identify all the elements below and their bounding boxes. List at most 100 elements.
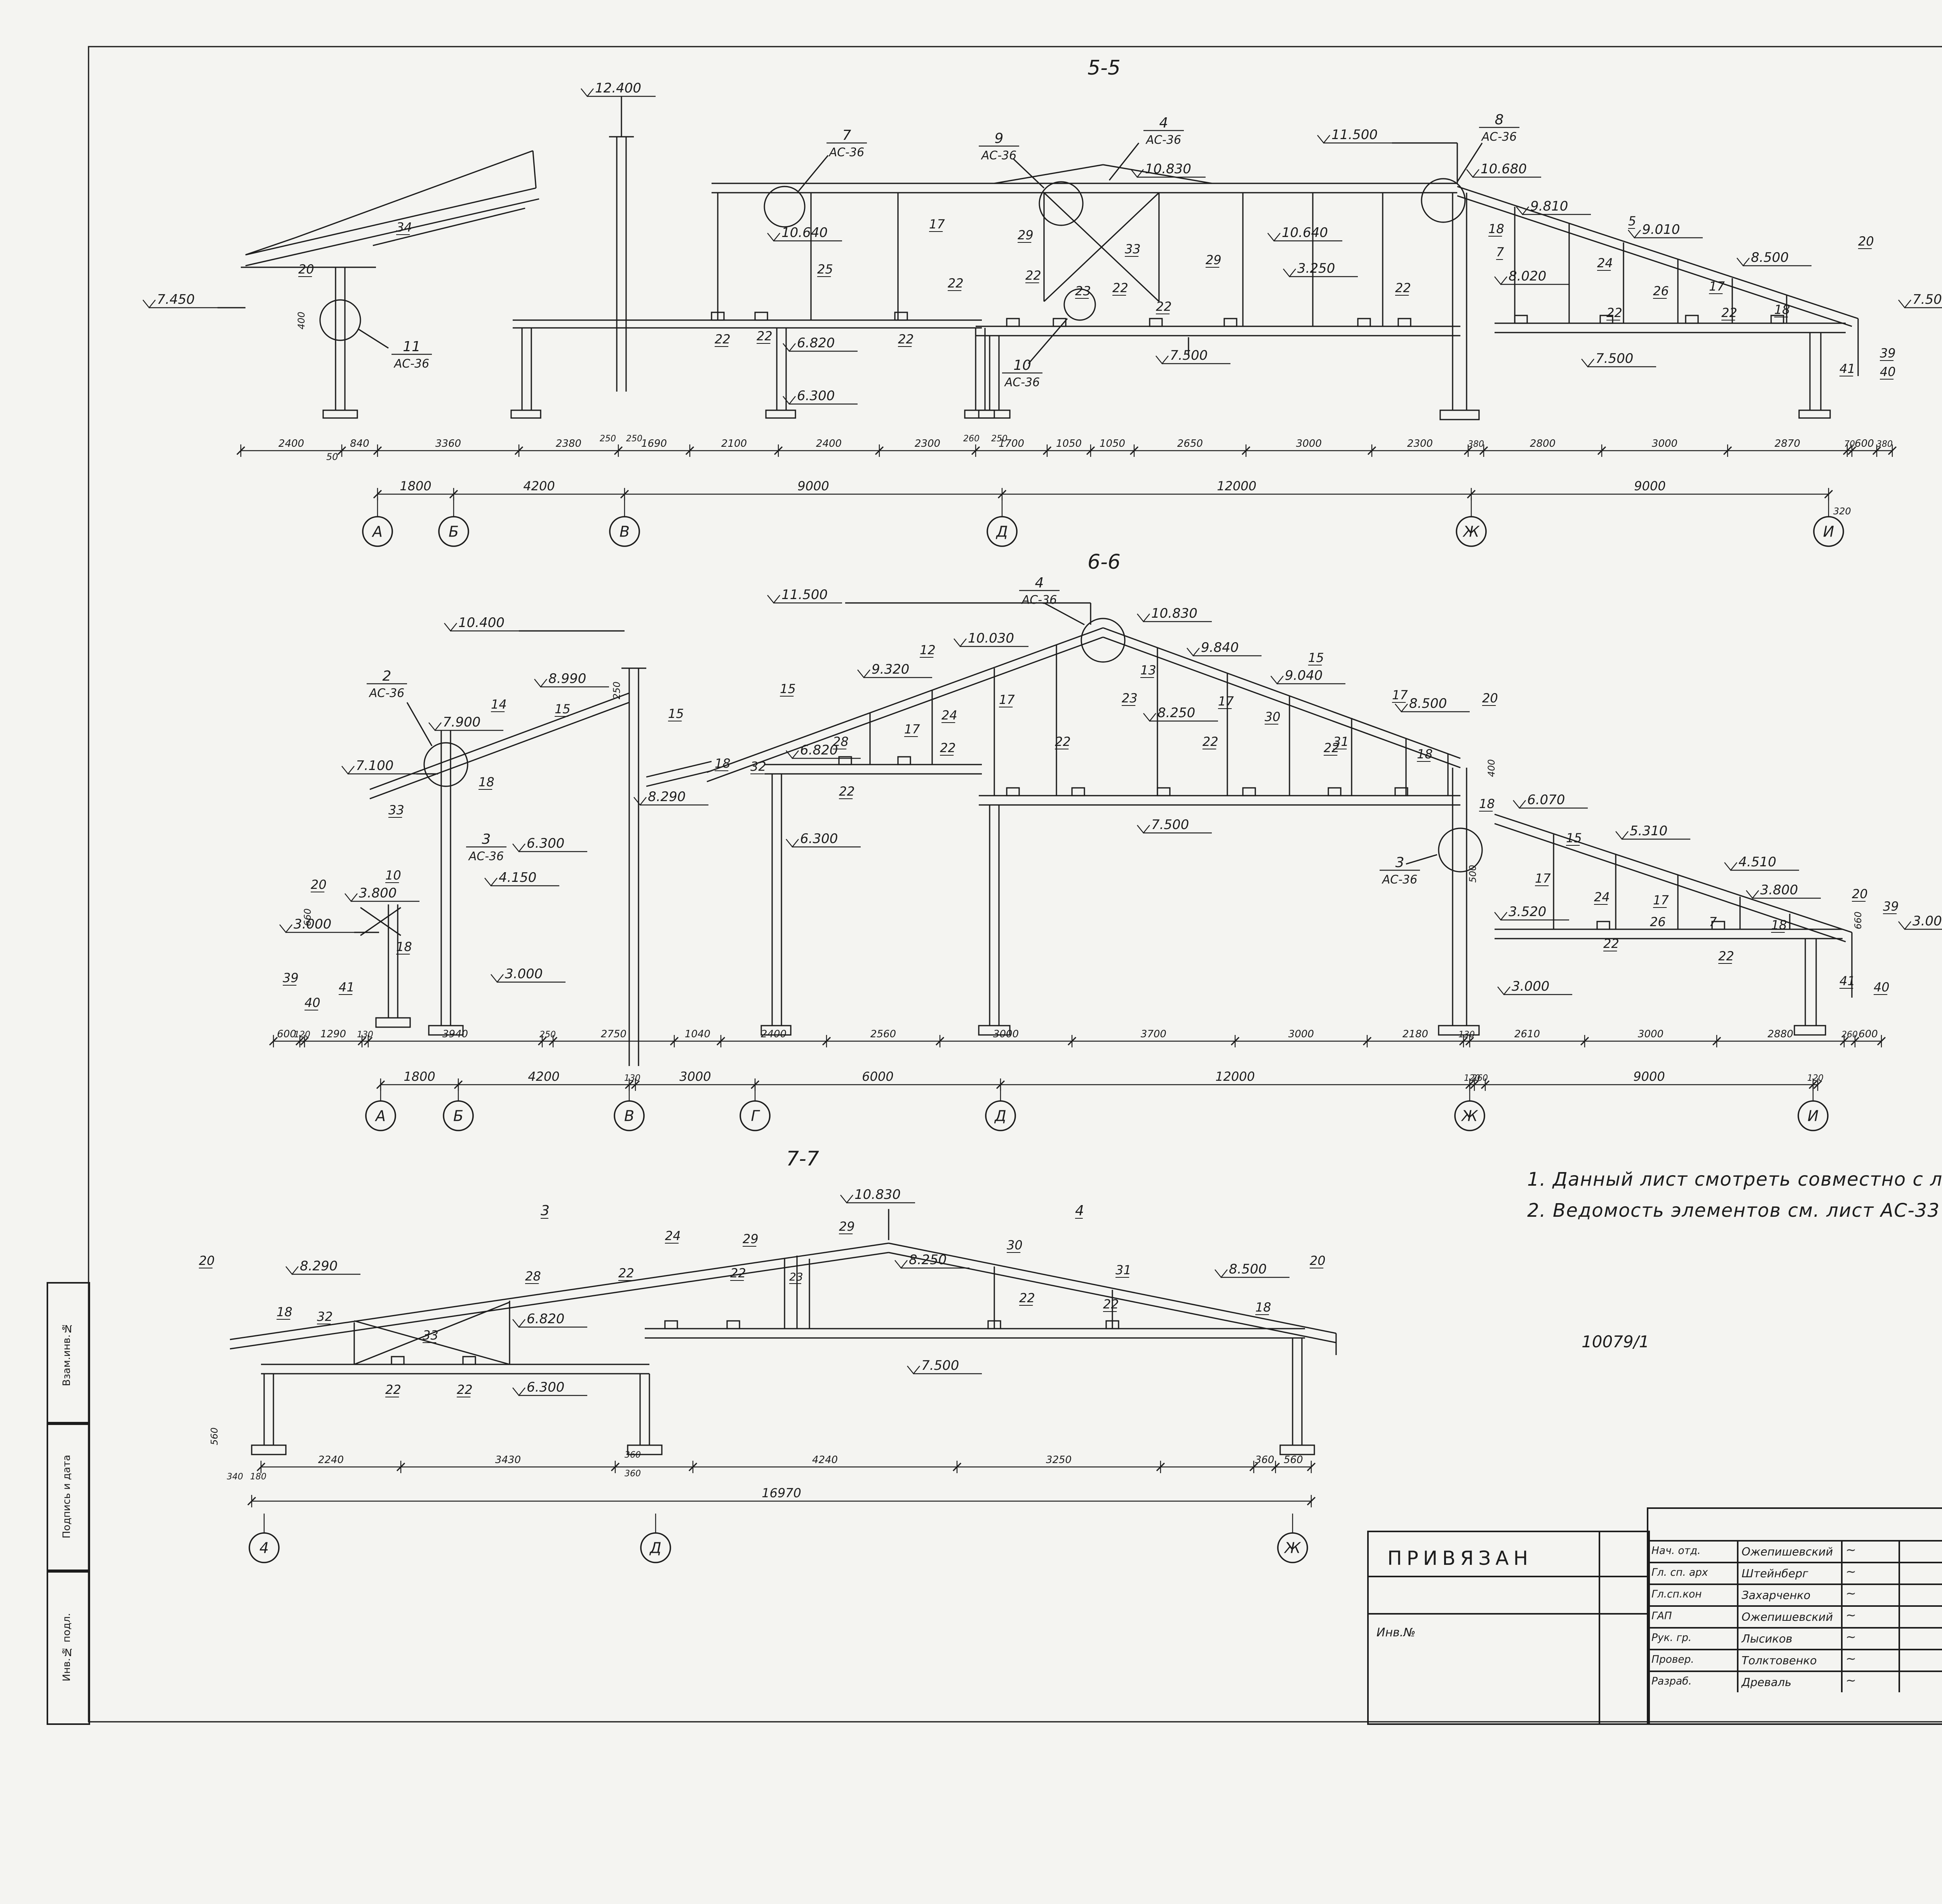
svg-text:9.040: 9.040 — [1285, 668, 1323, 683]
svg-text:29: 29 — [743, 1232, 759, 1246]
svg-text:Ж: Ж — [1463, 523, 1480, 540]
svg-text:20: 20 — [298, 262, 314, 277]
svg-text:7.500: 7.500 — [1912, 292, 1942, 307]
svg-text:АС-36: АС-36 — [828, 146, 864, 159]
svg-text:17: 17 — [1709, 279, 1725, 294]
svg-text:39: 39 — [1880, 346, 1896, 361]
svg-text:15: 15 — [555, 702, 571, 716]
svg-text:6.300: 6.300 — [527, 836, 564, 851]
svg-text:11.500: 11.500 — [1331, 127, 1378, 143]
margin-box-inv-podl: Инв.№ подл. — [47, 1570, 90, 1725]
svg-text:15: 15 — [1308, 650, 1324, 665]
svg-text:4240: 4240 — [812, 1454, 838, 1466]
personnel-row: Провер.Толктовенко~ — [1648, 1649, 1942, 1671]
svg-text:1290: 1290 — [320, 1028, 346, 1040]
svg-text:4200: 4200 — [523, 479, 555, 493]
svg-text:5-5: 5-5 — [1088, 56, 1121, 80]
svg-text:3430: 3430 — [495, 1454, 521, 1466]
svg-text:28: 28 — [525, 1269, 541, 1284]
svg-text:2380: 2380 — [556, 438, 581, 449]
svg-text:И: И — [1823, 523, 1834, 540]
svg-text:АС-36: АС-36 — [393, 357, 429, 371]
svg-text:22: 22 — [715, 332, 731, 347]
svg-text:3.800: 3.800 — [359, 885, 397, 901]
svg-text:32: 32 — [317, 1309, 333, 1324]
svg-text:3000: 3000 — [1296, 438, 1322, 449]
svg-text:20: 20 — [199, 1253, 215, 1268]
svg-text:8.290: 8.290 — [300, 1258, 338, 1274]
svg-text:22: 22 — [1103, 1297, 1119, 1312]
svg-text:380: 380 — [1876, 439, 1893, 449]
svg-text:2100: 2100 — [721, 438, 747, 449]
svg-text:39: 39 — [1883, 899, 1899, 914]
svg-text:1050: 1050 — [1100, 438, 1125, 449]
svg-text:22: 22 — [1721, 305, 1737, 320]
svg-text:7: 7 — [1496, 245, 1504, 260]
svg-text:17: 17 — [1392, 688, 1408, 702]
svg-text:10: 10 — [1013, 357, 1031, 373]
svg-text:26: 26 — [1653, 284, 1669, 298]
svg-text:И: И — [1808, 1108, 1818, 1125]
svg-text:15: 15 — [1566, 831, 1582, 845]
svg-text:39: 39 — [283, 970, 299, 985]
svg-text:600: 600 — [1858, 1028, 1878, 1040]
svg-text:380: 380 — [1468, 439, 1484, 449]
personnel-row: Разраб.Древаль~ — [1648, 1671, 1942, 1692]
svg-text:18: 18 — [1771, 918, 1787, 932]
svg-text:120: 120 — [1807, 1073, 1824, 1083]
svg-text:22: 22 — [898, 332, 914, 347]
svg-text:22: 22 — [1112, 280, 1128, 295]
doc-ref-number: 10079/1 — [1582, 1333, 1650, 1352]
svg-text:13: 13 — [1140, 663, 1156, 678]
svg-text:6.820: 6.820 — [797, 335, 835, 351]
svg-text:3000: 3000 — [1288, 1028, 1314, 1040]
svg-text:320: 320 — [1833, 506, 1851, 517]
svg-text:А: А — [371, 523, 383, 540]
svg-text:7.450: 7.450 — [157, 292, 195, 307]
svg-text:20: 20 — [1858, 234, 1874, 249]
svg-text:30: 30 — [1007, 1238, 1023, 1252]
svg-text:В: В — [624, 1108, 634, 1125]
svg-text:15: 15 — [668, 706, 684, 721]
svg-text:18: 18 — [1479, 796, 1495, 811]
svg-text:4: 4 — [259, 1540, 269, 1557]
svg-text:8.500: 8.500 — [1751, 250, 1789, 265]
divider — [1599, 1532, 1600, 1723]
svg-text:25: 25 — [817, 262, 833, 277]
svg-text:3700: 3700 — [1141, 1028, 1166, 1040]
svg-text:180: 180 — [250, 1472, 266, 1482]
svg-text:А: А — [374, 1108, 386, 1125]
svg-text:8.990: 8.990 — [548, 671, 586, 686]
svg-text:10.400: 10.400 — [458, 615, 505, 631]
svg-text:3000: 3000 — [1652, 438, 1677, 449]
svg-text:Д: Д — [995, 523, 1008, 540]
svg-text:70: 70 — [1844, 439, 1855, 449]
svg-text:12000: 12000 — [1215, 1069, 1255, 1084]
svg-text:2800: 2800 — [1530, 438, 1556, 449]
svg-text:2880: 2880 — [1768, 1028, 1793, 1040]
svg-text:10.640: 10.640 — [781, 225, 828, 240]
svg-text:40: 40 — [1874, 980, 1890, 995]
svg-text:1700: 1700 — [999, 438, 1024, 449]
svg-text:1800: 1800 — [400, 479, 431, 493]
svg-text:26: 26 — [1650, 915, 1666, 929]
svg-text:22: 22 — [940, 740, 956, 755]
svg-text:22: 22 — [1718, 949, 1734, 963]
svg-text:250: 250 — [991, 434, 1008, 444]
privyazan-box: ПРИВЯЗАН Инв.№ — [1367, 1531, 1650, 1725]
svg-text:АС-36: АС-36 — [1004, 376, 1040, 389]
svg-text:6.300: 6.300 — [797, 388, 835, 404]
svg-text:360: 360 — [625, 1469, 641, 1479]
svg-text:10: 10 — [385, 868, 401, 883]
svg-text:1800: 1800 — [404, 1069, 435, 1084]
margin-label: Взам.инв.№ — [61, 1321, 73, 1386]
svg-text:18: 18 — [396, 939, 412, 954]
svg-text:17: 17 — [1653, 893, 1669, 908]
svg-text:2: 2 — [383, 668, 392, 684]
svg-text:18: 18 — [1774, 302, 1790, 317]
svg-text:4200: 4200 — [528, 1069, 559, 1084]
